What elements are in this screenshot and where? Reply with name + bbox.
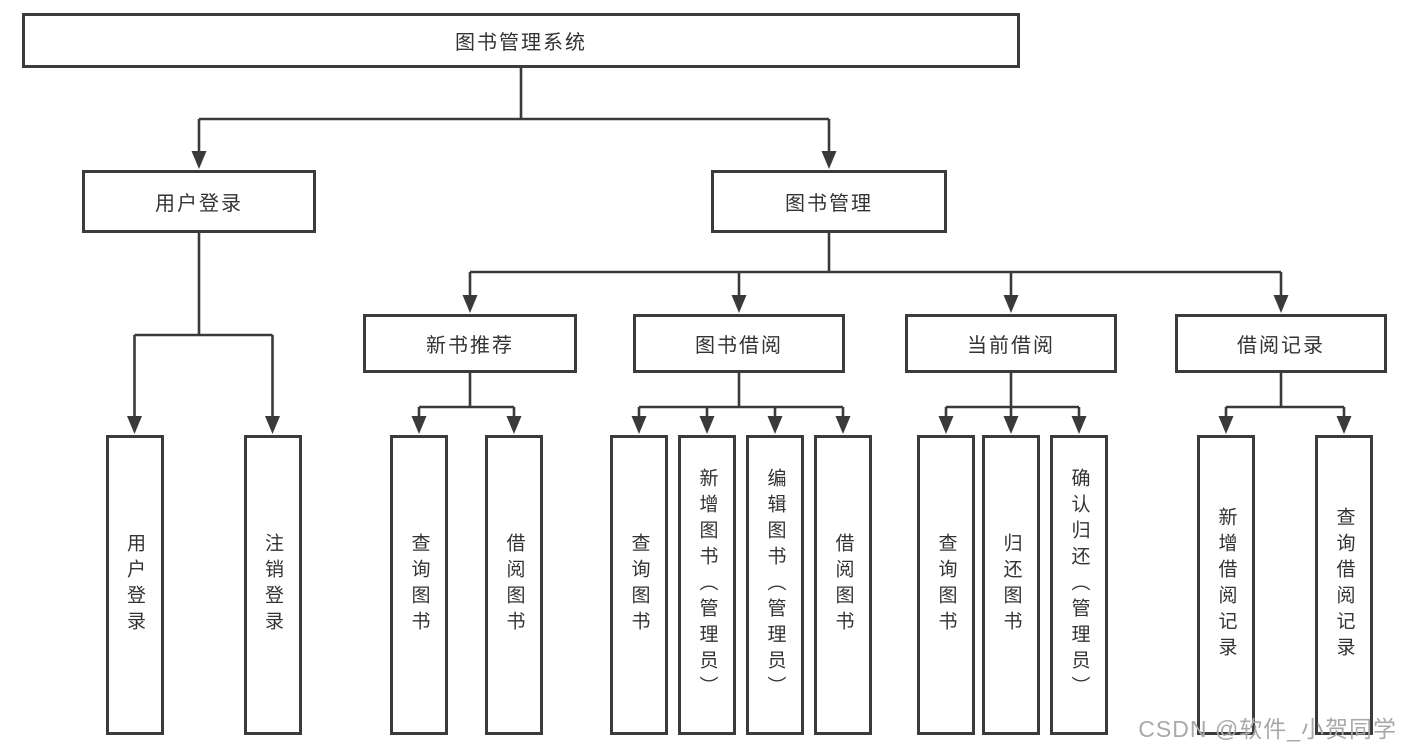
node-label: 查询借阅记录 — [1333, 507, 1355, 663]
node-label: 借阅图书 — [503, 533, 525, 637]
node-current-borrowing: 当前借阅 — [905, 314, 1117, 373]
node-leaf-user-login: 用户登录 — [105, 435, 164, 735]
node-label: 新增图书（管理员） — [696, 468, 718, 702]
node-label: 图书管理 — [785, 193, 873, 215]
node-label: 归还图书 — [1000, 533, 1022, 637]
node-label: 用户登录 — [155, 193, 243, 215]
node-label: 借阅记录 — [1237, 335, 1325, 357]
node-confirm-return-admin: 确认归还（管理员） — [1050, 435, 1108, 735]
node-label: 图书借阅 — [695, 335, 783, 357]
node-add-borrow-record: 新增借阅记录 — [1197, 435, 1255, 735]
node-borrow-books-1: 借阅图书 — [485, 435, 543, 735]
node-edit-book-admin: 编辑图书（管理员） — [746, 435, 804, 735]
node-label: 编辑图书（管理员） — [764, 468, 786, 702]
node-label: 新书推荐 — [426, 335, 514, 357]
node-query-books-2: 查询图书 — [610, 435, 668, 735]
node-book-borrowing: 图书借阅 — [633, 314, 845, 373]
node-new-book-recommend: 新书推荐 — [363, 314, 577, 373]
node-label: 新增借阅记录 — [1215, 507, 1237, 663]
node-book-management: 图书管理 — [711, 170, 947, 233]
node-borrow-books-2: 借阅图书 — [814, 435, 872, 735]
node-query-books-1: 查询图书 — [390, 435, 448, 735]
node-label: 借阅图书 — [832, 533, 854, 637]
node-return-books: 归还图书 — [982, 435, 1040, 735]
node-label: 查询图书 — [628, 533, 650, 637]
node-label: 注销登录 — [262, 533, 283, 637]
node-leaf-logout: 注销登录 — [243, 435, 302, 735]
node-label: 查询图书 — [935, 533, 957, 637]
csdn-watermark: CSDN @软件_小贺同学 — [1138, 716, 1397, 742]
node-user-login: 用户登录 — [82, 170, 316, 233]
node-query-borrow-record: 查询借阅记录 — [1315, 435, 1373, 735]
node-label: 当前借阅 — [967, 335, 1055, 357]
node-label: 查询图书 — [408, 533, 430, 637]
node-borrowing-records: 借阅记录 — [1175, 314, 1387, 373]
node-query-books-3: 查询图书 — [917, 435, 975, 735]
node-library-system: 图书管理系统 — [22, 13, 1020, 68]
node-label: 确认归还（管理员） — [1068, 468, 1090, 702]
node-label: 图书管理系统 — [455, 32, 587, 54]
node-add-book-admin: 新增图书（管理员） — [678, 435, 736, 735]
node-label: 用户登录 — [124, 533, 145, 637]
